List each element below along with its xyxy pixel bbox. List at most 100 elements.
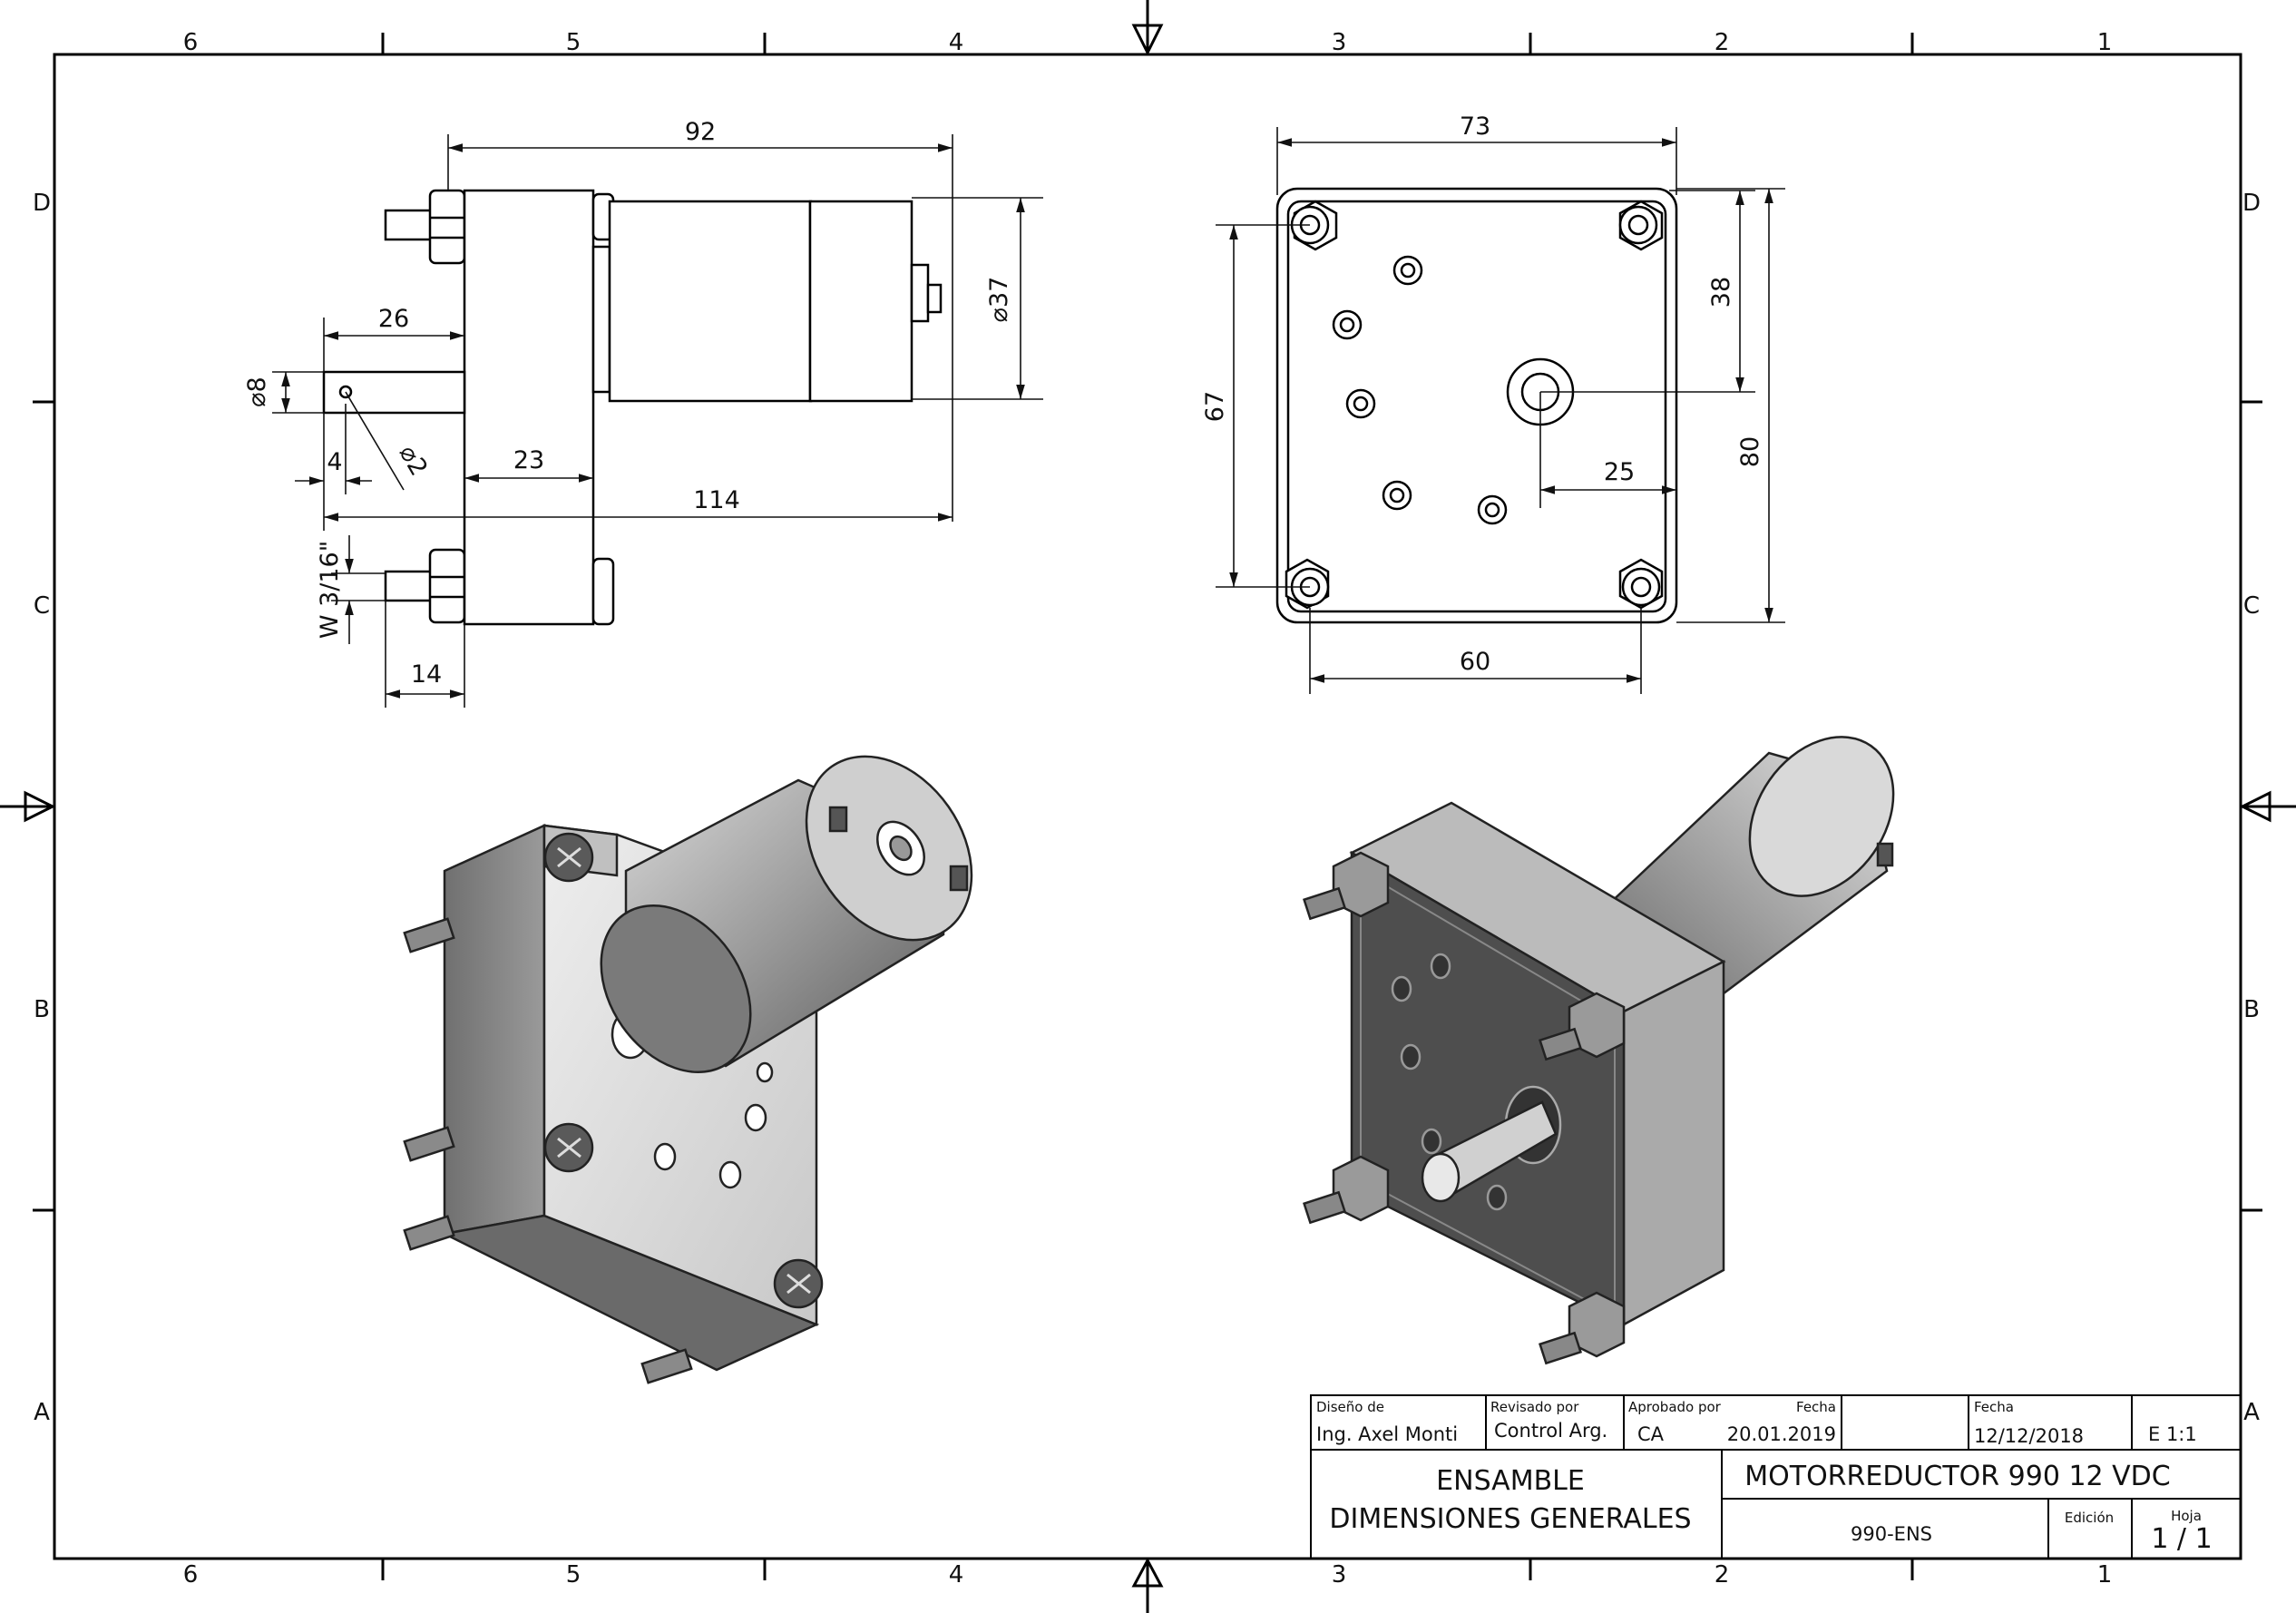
zone-col-top: 6 (183, 29, 199, 56)
corner-screw (1285, 558, 1330, 610)
terminal (910, 263, 930, 323)
corner-screw (1618, 200, 1664, 251)
nut (1332, 851, 1626, 1358)
reviewed-by-label: Revisado por (1490, 1399, 1579, 1415)
dim-14: 14 (411, 660, 442, 689)
dim-60: 60 (1460, 648, 1490, 676)
dim-67: 67 (1201, 391, 1229, 422)
dim-92: 92 (685, 118, 716, 146)
gearbox-housing (463, 189, 595, 626)
motor-endcap (1748, 736, 1895, 897)
zone-col-bottom: 4 (949, 1561, 964, 1589)
reviewed-by: Control Arg. (1494, 1420, 1607, 1442)
dim-80: 80 (1736, 436, 1764, 467)
zone-row-left: B (34, 996, 50, 1023)
approved-by: CA (1637, 1423, 1665, 1445)
title-block-texts: Diseño de Ing. Axel Monti Revisado por C… (1316, 1399, 2213, 1555)
plate-hole (1391, 953, 1508, 1211)
zone-col-top: 1 (2097, 29, 2113, 56)
zone-col-top: 5 (566, 29, 581, 56)
edition-label: Edición (2065, 1510, 2114, 1526)
motor-front-ring (600, 904, 752, 1073)
nut-bottom (428, 548, 466, 624)
zone-col-bottom: 1 (2097, 1561, 2113, 1589)
drawing-title: ENSAMBLE (1436, 1465, 1585, 1497)
zone-col-top: 3 (1332, 29, 1347, 56)
front-view-dimensions (1216, 127, 1785, 694)
stud (403, 917, 693, 1384)
front-view (1275, 187, 1678, 624)
review-date: 20.01.2019 (1727, 1423, 1836, 1445)
dim-4: 4 (327, 448, 342, 476)
zone-col-bottom: 3 (1332, 1561, 1347, 1589)
corner-screw (1618, 558, 1664, 610)
zone-row-left: C (34, 592, 50, 620)
motor-flange (591, 245, 611, 394)
zone-row-right: D (2242, 190, 2261, 217)
designed-by-label: Diseño de (1316, 1399, 1384, 1415)
approved-by-label: Aprobado por (1628, 1399, 1722, 1415)
part-number: 990-ENS (1851, 1523, 1932, 1545)
stud-bottom (384, 570, 435, 602)
date-label: Fecha (1796, 1399, 1836, 1415)
screw-head-bottom (591, 557, 615, 626)
small-hole (1332, 309, 1363, 340)
housing-side-face (1622, 959, 1725, 1327)
designed-by: Ing. Axel Monti (1316, 1423, 1458, 1445)
stud-top (384, 209, 435, 241)
gearbox-face-inner (1286, 200, 1667, 613)
small-hole (1382, 480, 1412, 511)
dim-38: 38 (1707, 277, 1735, 308)
dim-23: 23 (513, 446, 544, 474)
zone-col-bottom: 6 (183, 1561, 199, 1589)
nut-top (428, 189, 466, 265)
zone-col-bottom: 2 (1715, 1561, 1730, 1589)
small-hole (1345, 388, 1376, 419)
zone-col-top: 4 (949, 29, 964, 56)
motor-body (608, 200, 813, 403)
zone-col-bottom: 5 (566, 1561, 581, 1589)
center-mark-right (2239, 790, 2296, 823)
motor-endcap (808, 200, 914, 403)
dim-26: 26 (378, 305, 409, 333)
motor-terminal (949, 865, 969, 892)
zone-row-left: A (34, 1399, 50, 1426)
zone-row-left: D (33, 190, 51, 217)
dim-pin-diameter: ⌀2 (394, 441, 434, 481)
issue-date: 12/12/2018 (1974, 1425, 2084, 1447)
dim-stud-thread: W 3/16" (316, 541, 344, 639)
front-view-dim-texts: 73 67 38 80 25 60 (1201, 112, 1764, 676)
center-mark-left (0, 790, 56, 823)
center-mark-top (1131, 0, 1164, 56)
stud (1303, 886, 1582, 1365)
date-label: Fecha (1974, 1399, 2014, 1415)
sheet-number: 1 / 1 (2151, 1523, 2212, 1555)
zone-labels: 6 5 4 3 2 1 6 5 4 3 2 1 D C B A D C B A (33, 29, 2261, 1589)
zone-row-right: B (2243, 996, 2260, 1023)
part-name: MOTORREDUCTOR 990 12 VDC (1744, 1461, 2170, 1492)
motor-terminal (828, 806, 848, 833)
housing-side-face (443, 824, 546, 1236)
dim-114: 114 (693, 486, 740, 514)
small-hole (1477, 494, 1508, 525)
zone-row-right: A (2243, 1399, 2260, 1426)
isometric-view-left (403, 755, 973, 1384)
terminal-tab (926, 283, 943, 314)
isometric-view-right (1303, 736, 1895, 1365)
small-hole (1392, 255, 1423, 286)
dim-motor-diameter: ⌀37 (985, 277, 1013, 323)
dim-25: 25 (1604, 458, 1635, 486)
zone-col-top: 2 (1715, 29, 1730, 56)
drawing-title: DIMENSIONES GENERALES (1329, 1503, 1691, 1535)
dim-73: 73 (1460, 112, 1490, 141)
dim-shaft-diameter: ⌀8 (243, 376, 271, 406)
sheet-label: Hoja (2171, 1508, 2202, 1524)
side-view-dimensions (272, 134, 1043, 708)
side-view (322, 189, 943, 626)
motor-terminal (1876, 842, 1894, 867)
title-block (1310, 1394, 2242, 1559)
scale: E 1:1 (2148, 1423, 2197, 1445)
center-mark-bottom (1131, 1557, 1164, 1613)
